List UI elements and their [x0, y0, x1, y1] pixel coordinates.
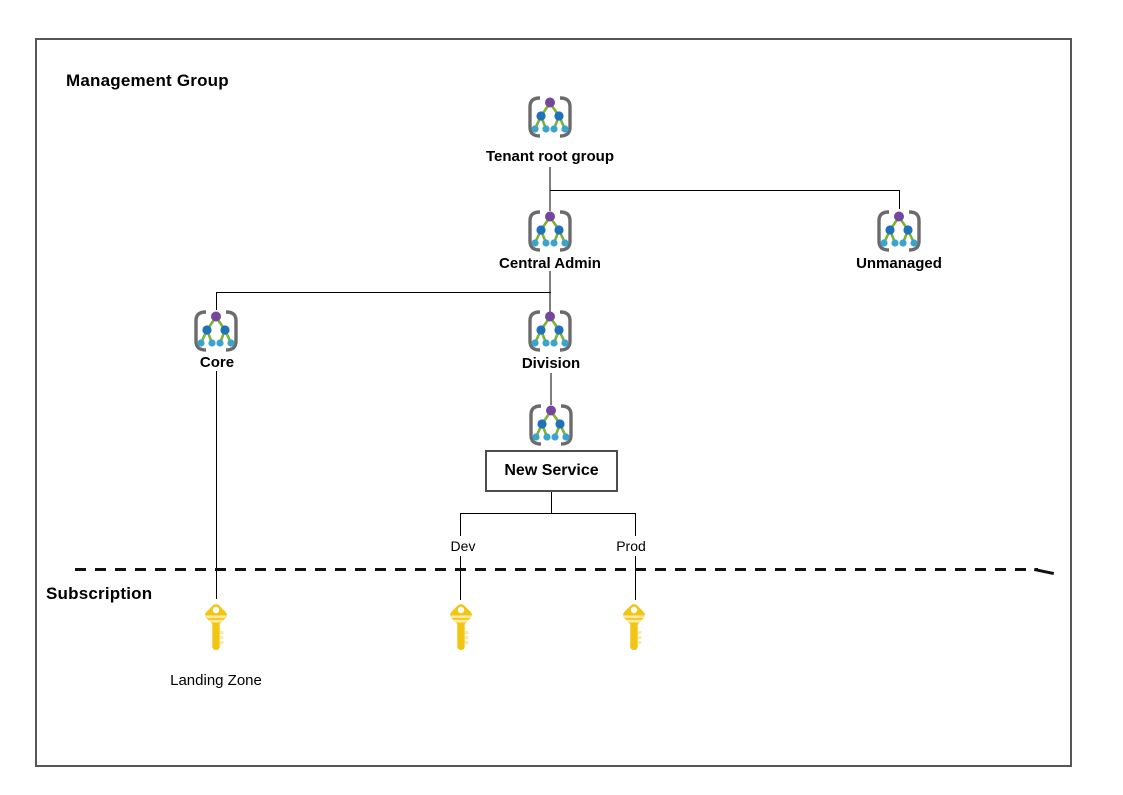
connector-tenant-root-stem — [549, 167, 551, 211]
connector-prod-drop — [635, 513, 636, 536]
management-group-icon — [528, 309, 572, 352]
connector-new-service-drop — [551, 492, 552, 513]
subscription-key-icon — [201, 602, 231, 652]
connector-unmanaged-drop — [899, 190, 900, 209]
subscription-key-icon — [619, 602, 649, 652]
connector-dev-to-subscription — [460, 556, 461, 600]
subscription-section-label: Subscription — [46, 584, 153, 603]
management-group-icon — [194, 309, 238, 352]
connector-prod-to-subscription — [635, 556, 636, 600]
management-group-icon — [877, 209, 921, 252]
subscription-key-icon — [446, 602, 476, 652]
subscription-boundary-dashed-line — [75, 568, 1038, 571]
connector-core-to-subscription — [216, 371, 217, 599]
connector-env-horizontal — [460, 513, 636, 514]
management-group-section-label: Management Group — [66, 71, 229, 90]
node-label-unmanaged: Unmanaged — [856, 255, 942, 272]
connector-root-horizontal — [550, 190, 900, 191]
env-label-dev: Dev — [450, 538, 476, 554]
node-label-new-service: New Service — [504, 462, 599, 479]
management-group-icon — [528, 95, 572, 138]
landing-zone-label: Landing Zone — [170, 672, 262, 689]
diagram-frame — [35, 38, 1072, 767]
node-label-tenant-root: Tenant root group — [485, 148, 615, 165]
node-label-central-admin: Central Admin — [499, 255, 601, 272]
connector-split-horizontal — [216, 292, 551, 293]
node-label-core: Core — [199, 354, 235, 371]
management-group-icon — [528, 209, 572, 252]
env-label-prod: Prod — [616, 538, 646, 554]
connector-dev-drop — [460, 513, 461, 536]
management-group-icon — [529, 403, 573, 446]
node-label-division: Division — [521, 355, 581, 372]
new-service-box: New Service — [485, 450, 618, 492]
connector-core-drop — [216, 292, 217, 310]
connector-division-stem — [550, 373, 552, 405]
